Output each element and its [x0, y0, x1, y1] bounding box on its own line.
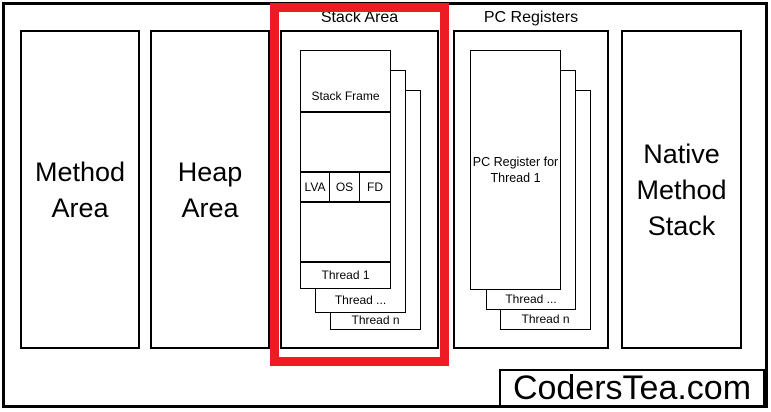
stack-thread-dots-label: Thread ... [334, 293, 387, 307]
heap-area-box: Heap Area [150, 30, 270, 349]
stack-area-title: Stack Area [320, 9, 399, 26]
stack-frame-label: Stack Frame [311, 89, 380, 103]
stack-frame-cell-os: OS [330, 172, 360, 201]
stack-frame-cell-fd: FD [367, 179, 383, 194]
native-method-stack-label-line3: Stack [647, 210, 716, 241]
pc-register-label-line1: PC Register for [472, 155, 559, 169]
watermark-text: CodersTea.com [512, 369, 752, 407]
pc-register-thread1-box: PC Register for Thread 1 [470, 50, 561, 290]
native-method-stack-box: Native Method Stack [621, 30, 742, 349]
stack-frame-divider-3 [301, 201, 390, 203]
watermark-box: CodersTea.com [499, 369, 765, 407]
stack-frame-divider-1 [301, 111, 390, 113]
pc-registers-title: PC Registers [483, 9, 579, 26]
heap-area-label-line2: Area [181, 192, 239, 223]
stack-frame-divider-4 [301, 261, 390, 263]
stack-frame-box: Stack Frame LVA OS FD Thread 1 [300, 50, 391, 289]
pc-register-thread1-label: PC Register for Thread 1 [471, 51, 560, 289]
stack-thread-1-label: Thread 1 [321, 268, 370, 282]
heap-area-label-line1: Heap [177, 156, 243, 187]
stack-thread-n-label: Thread n [351, 313, 400, 327]
method-area-label-line1: Method [34, 156, 126, 187]
native-method-stack-label-line2: Method [636, 174, 727, 205]
stack-frame-cell-lva: LVA [301, 172, 330, 201]
method-area-label-line2: Area [51, 192, 109, 223]
native-method-stack-label-line1: Native [643, 138, 720, 169]
stack-frame-cells-row: LVA OS FD [301, 172, 390, 201]
pc-thread-dots-label: Thread ... [505, 292, 557, 306]
method-area-box: Method Area [20, 30, 140, 349]
pc-register-label-line2: Thread 1 [490, 171, 541, 185]
stack-frame-divider-2 [301, 171, 390, 173]
pc-thread-n-label: Thread n [521, 312, 570, 326]
